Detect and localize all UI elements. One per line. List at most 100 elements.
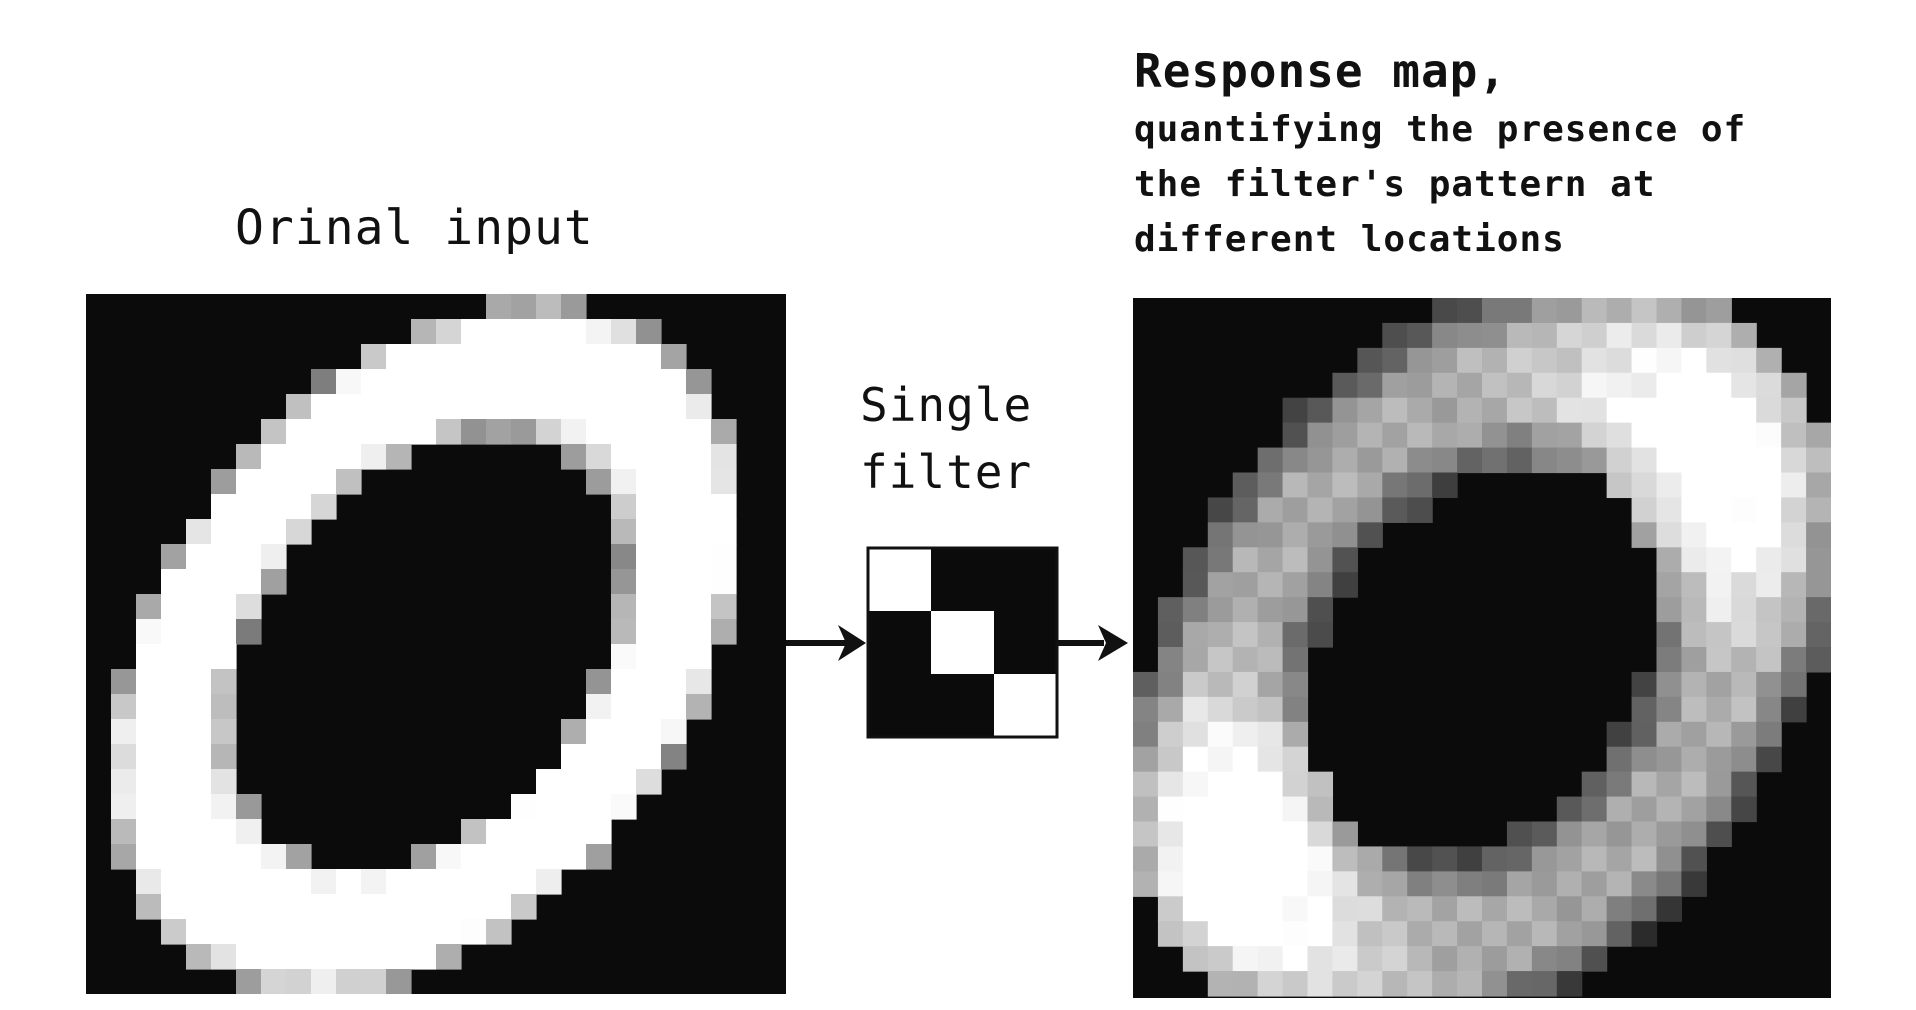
input-pixel	[536, 319, 562, 345]
response-pixel	[1382, 397, 1408, 424]
input-pixel	[411, 344, 437, 370]
response-pixel	[1631, 422, 1658, 449]
response-pixel	[1631, 796, 1658, 823]
response-pixel	[1806, 547, 1831, 573]
response-pixel	[1482, 298, 1508, 324]
response-pixel	[1382, 946, 1408, 972]
response-pixel	[1706, 497, 1732, 523]
response-pixel	[1257, 921, 1284, 947]
response-pixel	[1357, 921, 1383, 947]
response-pixel	[1531, 871, 1558, 897]
response-pixel	[1282, 597, 1309, 623]
input-pixel	[136, 769, 162, 795]
response-pixel	[1382, 871, 1408, 897]
input-pixel	[161, 769, 187, 795]
input-pixel	[411, 319, 437, 345]
response-pixel	[1232, 696, 1259, 723]
response-pixel	[1282, 622, 1309, 648]
response-pixel	[1432, 298, 1458, 324]
response-pixel	[1257, 447, 1284, 474]
input-pixel	[111, 669, 137, 695]
response-pixel	[1731, 422, 1757, 449]
response-pixel	[1506, 921, 1533, 947]
response-pixel	[1282, 796, 1309, 823]
response-pixel	[1257, 971, 1284, 997]
input-pixel	[436, 919, 462, 945]
input-pixel	[286, 444, 312, 470]
input-pixel	[236, 894, 262, 920]
response-pixel	[1357, 422, 1383, 449]
response-pixel	[1531, 946, 1558, 972]
input-pixel	[661, 669, 687, 695]
input-pixel	[136, 594, 162, 620]
input-pixel	[561, 419, 587, 445]
response-pixel	[1307, 846, 1334, 872]
response-pixel	[1382, 322, 1408, 349]
input-pixel	[186, 544, 212, 570]
response-pixel	[1581, 796, 1608, 823]
input-pixel	[161, 919, 187, 945]
input-pixel	[336, 919, 362, 945]
input-pixel	[611, 444, 637, 470]
response-pixel	[1681, 322, 1707, 349]
input-pixel	[686, 544, 712, 570]
input-pixel	[636, 594, 662, 620]
response-pixel	[1482, 971, 1508, 997]
response-pixel	[1457, 946, 1483, 972]
response-pixel	[1506, 322, 1533, 349]
response-pixel	[1781, 597, 1807, 623]
response-pixel	[1556, 447, 1583, 474]
response-pixel	[1681, 846, 1707, 872]
response-pixel	[1656, 871, 1683, 897]
response-pixel	[1457, 422, 1483, 449]
response-pixel	[1756, 622, 1782, 648]
response-pixel	[1681, 597, 1707, 623]
input-pixel	[211, 544, 237, 570]
input-pixel	[636, 619, 662, 645]
response-pixel	[1232, 547, 1259, 573]
response-pixel	[1232, 497, 1259, 523]
response-pixel	[1257, 721, 1284, 748]
input-pixel	[511, 869, 537, 895]
response-pixel	[1531, 447, 1558, 474]
response-pixel	[1282, 721, 1309, 748]
response-pixel	[1781, 622, 1807, 648]
response-pixel	[1382, 372, 1408, 399]
input-pixel	[686, 394, 712, 420]
response-pixel	[1182, 547, 1209, 573]
response-pixel	[1307, 422, 1334, 449]
response-pixel	[1756, 597, 1782, 623]
input-pixel	[661, 544, 687, 570]
response-pixel	[1207, 971, 1234, 997]
response-pixel	[1357, 871, 1383, 897]
response-pixel	[1806, 422, 1831, 449]
response-pixel	[1606, 397, 1633, 424]
input-pixel	[611, 369, 637, 395]
input-pixel	[386, 944, 412, 970]
response-pixel	[1182, 821, 1209, 848]
response-pixel	[1332, 821, 1358, 848]
response-pixel	[1681, 397, 1707, 424]
input-pixel	[236, 969, 262, 994]
response-pixel	[1257, 671, 1284, 698]
response-pixel	[1556, 871, 1583, 897]
response-pixel	[1581, 347, 1608, 374]
response-pixel	[1781, 447, 1807, 474]
response-pixel	[1332, 497, 1358, 523]
response-pixel	[1756, 572, 1782, 598]
response-pixel	[1556, 372, 1583, 399]
input-pixel	[236, 594, 262, 620]
response-map-description: quantifying the presence of the filter's…	[1134, 109, 1747, 260]
input-pixel	[636, 744, 662, 770]
input-pixel	[711, 519, 737, 545]
response-pixel	[1731, 472, 1757, 499]
input-pixel	[236, 544, 262, 570]
filter-title: Single filter	[860, 378, 1033, 499]
response-pixel	[1556, 322, 1583, 349]
input-pixel	[286, 494, 312, 520]
input-pixel	[186, 719, 212, 745]
response-pixel	[1531, 971, 1558, 997]
response-pixel	[1631, 671, 1658, 698]
response-pixel	[1556, 896, 1583, 922]
input-pixel	[186, 944, 212, 970]
